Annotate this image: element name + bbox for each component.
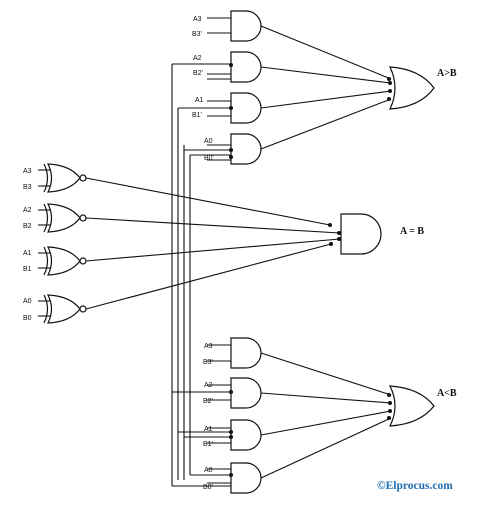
junction-dot [387, 77, 391, 81]
gt-input-b3n: B3' [192, 31, 202, 38]
output-label-equal: A = B [400, 226, 424, 237]
junction-dot [387, 416, 391, 420]
eq-input-a3: A3 [23, 168, 32, 175]
xnor-gate-3 [38, 246, 87, 276]
junction-dot [337, 231, 341, 235]
lt-input-b3n: B3' [203, 359, 213, 366]
and-gate-lt-4 [172, 462, 262, 494]
output-label-greater: A>B [437, 68, 457, 79]
xnor-gate-2 [38, 203, 87, 233]
junction-dot [328, 223, 332, 227]
junction-dot [229, 430, 233, 434]
and-gate-lt-1 [207, 337, 262, 369]
junction-dot [337, 237, 341, 241]
or-gate-gt [389, 66, 435, 110]
eq-input-a2: A2 [23, 207, 32, 214]
junction-dot [229, 435, 233, 439]
lt-input-a0: A0 [204, 467, 213, 474]
gt-input-b0n: B0' [204, 155, 214, 162]
and-gate-lt-3 [178, 419, 262, 451]
eq-input-a0: A0 [23, 298, 32, 305]
or-gate-lt [388, 385, 435, 427]
junction-dot [388, 89, 392, 93]
junction-dot [229, 390, 233, 394]
watermark-text: ©Elprocus.com [377, 480, 453, 492]
junction-dot [229, 106, 233, 110]
eq-input-b2: B2 [23, 223, 32, 230]
junction-dot [388, 81, 392, 85]
gt-input-b1n: B1' [192, 112, 202, 119]
junction-dot [229, 63, 233, 67]
and-gate-lt-2 [172, 377, 262, 409]
gt-input-a0: A0 [204, 138, 213, 145]
xnor-gate-1 [38, 163, 87, 193]
lt-input-a3: A3 [204, 343, 213, 350]
gt-input-a2: A2 [193, 55, 202, 62]
less-than-section: A3 B3' A2 B2' A1 B1' A0 B0 [172, 337, 457, 494]
eq-input-b3: B3 [23, 184, 32, 191]
and-gate-gt-4 [184, 133, 262, 165]
output-label-less: A<B [437, 388, 457, 399]
junction-dot [387, 393, 391, 397]
xnor-gate-4 [38, 294, 87, 324]
gt-input-b2n: B2' [193, 70, 203, 77]
eq-input-b0: B0 [23, 315, 32, 322]
equality-section: A3 B3 A2 B2 A1 B1 A0 [23, 163, 424, 324]
lt-input-a1: A1 [204, 426, 213, 433]
greater-than-section: A3 B3' A2 B2' A1 B1' A0 B0' [172, 10, 457, 165]
junction-dot [388, 401, 392, 405]
junction-dot [388, 409, 392, 413]
lt-input-a2: A2 [204, 382, 213, 389]
junction-dot [229, 155, 233, 159]
and-gate-gt-2 [172, 51, 262, 83]
and-gate-eq [340, 213, 382, 255]
junction-dot [387, 97, 391, 101]
gt-input-a1: A1 [195, 97, 204, 104]
gt-input-a3: A3 [193, 16, 202, 23]
junction-dot [229, 148, 233, 152]
vertical-bus [171, 64, 191, 486]
and-gate-gt-3 [178, 92, 262, 124]
eq-input-a1: A1 [23, 250, 32, 257]
and-gate-gt-1 [207, 10, 262, 42]
eq-input-b1: B1 [23, 266, 32, 273]
lt-input-b2n: B2' [203, 398, 213, 405]
lt-input-b0n: B0' [203, 484, 213, 491]
junction-dot [329, 242, 333, 246]
junction-dot [229, 473, 233, 477]
lt-input-b1n: B1' [203, 441, 213, 448]
